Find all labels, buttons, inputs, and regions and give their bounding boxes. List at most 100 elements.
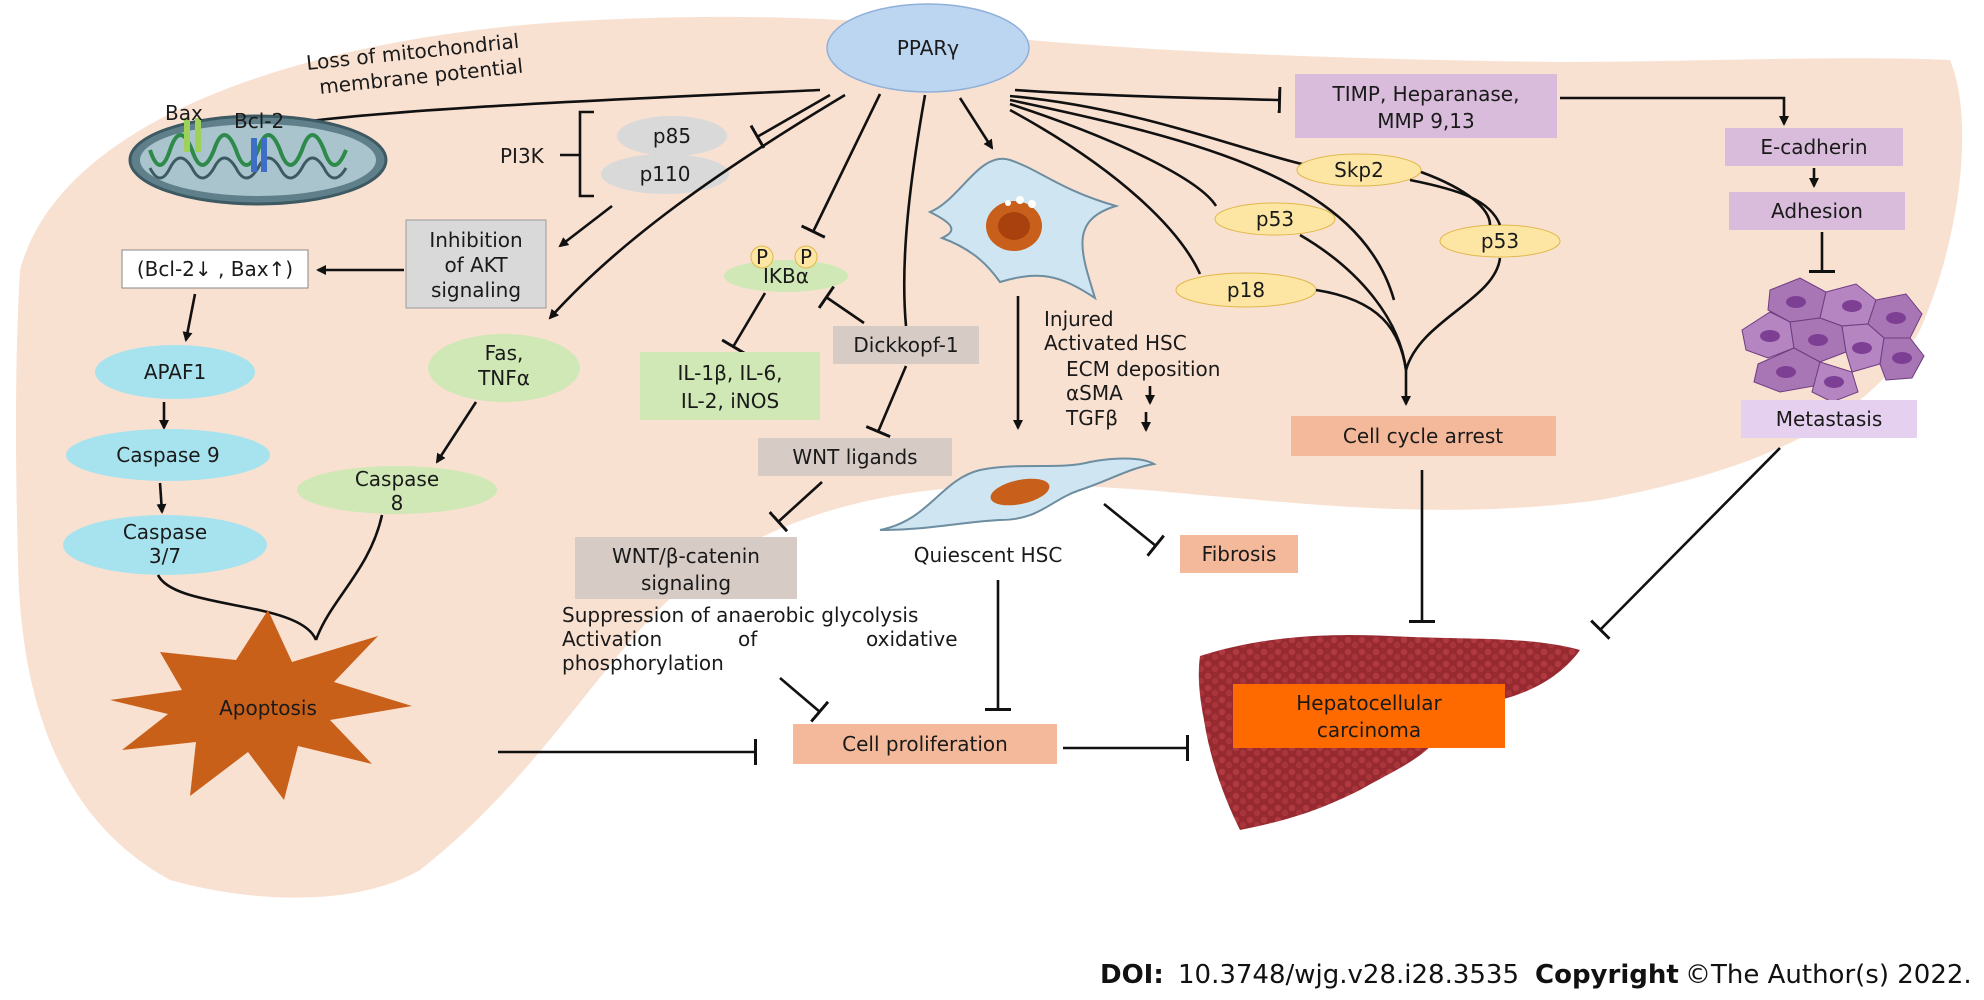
caspase9-label: Caspase 9	[116, 443, 219, 467]
tgfb-label: TGFβ	[1065, 406, 1118, 430]
bcl2-label: Bcl-2	[234, 109, 284, 133]
timp-box[interactable]	[1295, 74, 1557, 138]
wnt-signaling-line2: signaling	[641, 571, 731, 595]
ppar-to-p53-a	[1009, 102, 1218, 207]
caspase37-label-line1: Caspase	[123, 520, 207, 544]
suppression-line2b: of	[738, 627, 758, 651]
caspase37-node[interactable]	[63, 515, 267, 575]
ppar-to-dkk1	[902, 94, 927, 327]
apoptosis-burst[interactable]	[110, 610, 412, 800]
suppression-line2c: oxidative	[866, 627, 958, 651]
e-cadherin-box[interactable]	[1725, 128, 1903, 166]
bclbax-to-apaf1-arrow	[182, 293, 197, 342]
ikba-label: IKBα	[763, 264, 809, 288]
cytokines-box[interactable]	[640, 352, 820, 420]
ppar-to-p18	[1009, 108, 1202, 275]
bax-label: Bax	[165, 101, 203, 125]
timp-to-ecad	[1560, 96, 1789, 126]
caspase8-node[interactable]	[297, 466, 497, 514]
p85-label: p85	[653, 124, 691, 148]
ikba-inhibits-cytokines	[721, 292, 767, 355]
cell-cycle-arrest-box[interactable]	[1291, 416, 1556, 456]
copyright-value: ©The Author(s) 2022.	[1685, 960, 1972, 990]
doi-value[interactable]: 10.3748/wjg.v28.i28.3535	[1178, 960, 1519, 990]
bcl-bax-label: (Bcl-2↓ , Bax↑)	[137, 257, 293, 281]
dkk1-inhibits-ikba	[817, 285, 865, 325]
timp-line1: TIMP, Heparanase,	[1332, 82, 1520, 106]
injured-label: Injured	[1044, 307, 1114, 331]
fas-label-line2: TNFα	[477, 366, 530, 390]
p53-left-label: p53	[1256, 207, 1294, 231]
suppression-line1: Suppression of anaerobic glycolysis	[562, 603, 918, 627]
pi3k-to-akt-arrow	[558, 204, 613, 248]
akt-inhibition-box[interactable]	[405, 219, 547, 309]
dickkopf1-label: Dickkopf-1	[853, 333, 958, 357]
ikba-node[interactable]	[724, 260, 848, 292]
ppar-inhibits-pi3k	[749, 93, 831, 149]
hcc-label-box[interactable]	[1233, 684, 1505, 748]
bcl-bax-box[interactable]	[121, 249, 309, 289]
metastasis-box[interactable]	[1741, 400, 1917, 438]
bcl2-channel-icon-b	[261, 138, 267, 172]
p18-label: p18	[1227, 278, 1265, 302]
caspase9-node[interactable]	[66, 429, 270, 481]
skp2-label: Skp2	[1334, 158, 1384, 182]
cell-cycle-arrest-label: Cell cycle arrest	[1343, 424, 1503, 448]
pi3k-label: PI3K	[500, 144, 545, 168]
p53-right-label: p53	[1481, 229, 1519, 253]
metastasis-label: Metastasis	[1776, 407, 1883, 431]
apaf1-node[interactable]	[95, 345, 255, 399]
dkk1-inhibits-wnt	[865, 365, 908, 438]
p110-label: p110	[640, 162, 691, 186]
skp2-node[interactable]	[1296, 153, 1422, 187]
activated-hsc-cell-icon	[927, 157, 1120, 301]
ppar-inhibits-timp	[1014, 86, 1282, 114]
caspases-to-apoptosis	[156, 514, 384, 641]
wnt-ligands-box[interactable]	[758, 438, 952, 476]
fas-tnfa-node[interactable]	[428, 334, 580, 402]
ppar-gamma-node[interactable]	[826, 3, 1030, 93]
copyright-label: Copyright	[1535, 960, 1679, 990]
hcc-label-line1: Hepatocellular	[1296, 691, 1442, 715]
apoptosis-label: Apoptosis	[219, 696, 317, 720]
ppar-gamma-label: PPARγ	[897, 36, 959, 60]
ppar-curve-to-arrest	[1009, 98, 1396, 301]
fas-to-casp8-arrow	[435, 401, 478, 464]
dickkopf1-box[interactable]	[833, 326, 979, 364]
p18-to-arrest	[1315, 288, 1408, 371]
quiescent-hsc-label: Quiescent HSC	[914, 543, 1063, 567]
activated-hsc-label: Activated HSC	[1044, 331, 1187, 355]
suppression-line3: phosphorylation	[562, 651, 724, 675]
suppression-line2a: Activation	[562, 627, 662, 651]
p110-node[interactable]	[601, 154, 729, 194]
akt-line2: of AKT	[444, 253, 508, 277]
metabolism-inhibits-prolif	[779, 677, 830, 723]
adhesion-box[interactable]	[1729, 192, 1905, 230]
cytokines-line2: IL-2, iNOS	[681, 389, 779, 413]
akt-line1: Inhibition	[429, 228, 522, 252]
doi-label: DOI:	[1100, 960, 1164, 990]
hcc-label-line2: carcinoma	[1317, 718, 1421, 742]
phospho-p-label: P	[756, 245, 768, 269]
e-cadherin-label: E-cadherin	[1760, 135, 1867, 159]
metastasis-inhibits-hcc	[1590, 447, 1781, 640]
fas-label-line1: Fas,	[485, 341, 524, 365]
ppar-to-hsc-arrow	[958, 97, 994, 150]
bcl2-channel-icon	[251, 138, 257, 172]
caspase37-label-line2: 3/7	[149, 544, 181, 568]
bax-channel-icon-b	[195, 118, 201, 152]
wnt-signaling-box[interactable]	[575, 537, 797, 599]
ppar-to-fas-arrow	[548, 93, 846, 320]
fibrosis-box[interactable]	[1180, 535, 1298, 573]
ppar-to-skp2	[1009, 94, 1307, 167]
bax-channel-icon	[184, 118, 190, 152]
wnt-signaling-line1: WNT/β-catenin	[612, 544, 760, 568]
p53-node-left[interactable]	[1214, 202, 1336, 236]
quiescent-hsc-cell-icon	[879, 457, 1157, 531]
casp9-to-casp37-arrow	[156, 482, 167, 514]
apaf1-label: APAF1	[144, 360, 206, 384]
p85-node[interactable]	[617, 116, 727, 156]
ecm-label: ECM deposition	[1066, 357, 1220, 381]
cell-proliferation-box[interactable]	[793, 724, 1057, 764]
cytokines-line1: IL-1β, IL-6,	[677, 361, 782, 385]
